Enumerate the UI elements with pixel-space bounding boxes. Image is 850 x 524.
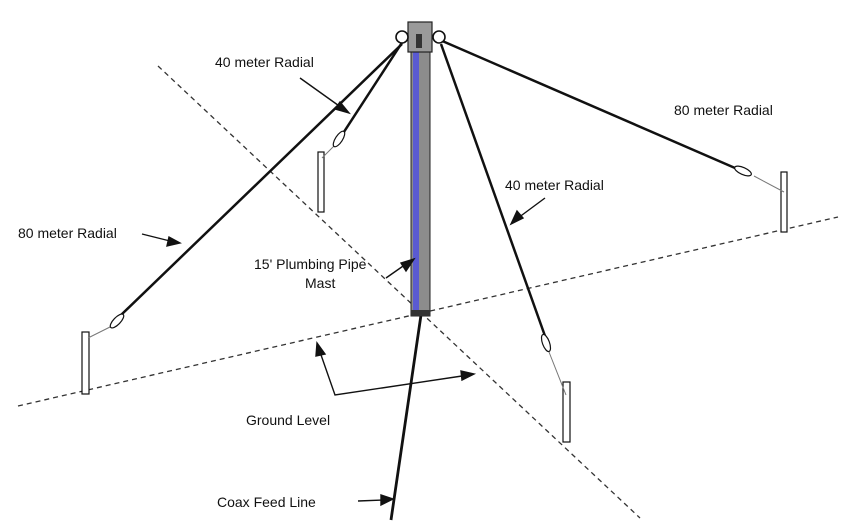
arrow-40m-right-head (509, 209, 525, 226)
tie-right-back (753, 175, 785, 193)
mast-foot (411, 310, 430, 316)
mast-coax-inner (413, 52, 419, 314)
ground-line-left (157, 65, 641, 519)
tie-right-front (548, 351, 567, 396)
stake-left-front (81, 331, 90, 395)
stake-right-front (562, 381, 571, 443)
arrow-coax (357, 499, 384, 502)
top-insulator-right (432, 30, 446, 44)
label-80m-radial-left: 80 meter Radial (18, 225, 117, 241)
ground-arrow-right-head (460, 370, 477, 382)
tie-left-front (87, 325, 113, 339)
stake-left-back (317, 151, 325, 213)
arrow-80m-left (141, 233, 171, 242)
radial-80m-right (439, 38, 736, 170)
arrow-mast-head (399, 257, 416, 273)
insulator-left-front (109, 313, 125, 329)
insulator-left-back (332, 130, 346, 148)
label-40m-radial-right: 40 meter Radial (505, 177, 604, 193)
radial-80m-left (120, 43, 403, 316)
insulator-right-back (734, 165, 752, 177)
ground-arrow-up-head (315, 341, 327, 357)
arrow-40m-right (517, 197, 546, 219)
top-insulator-left (395, 30, 409, 44)
label-80m-radial-right: 80 meter Radial (674, 102, 773, 118)
mast-top-feedpoint (416, 34, 422, 48)
label-mast-line1: 15' Plumbing Pipe (254, 256, 367, 272)
radial-40m-left (338, 37, 407, 139)
arrow-40m-left-head (333, 100, 351, 115)
stake-right-back (780, 171, 788, 233)
coax-feed-line (389, 314, 423, 521)
arrow-40m-left (299, 77, 343, 109)
radial-40m-right (439, 43, 547, 337)
label-mast-line2: Mast (305, 275, 335, 291)
label-coax-feed-line: Coax Feed Line (217, 494, 316, 510)
label-40m-radial-left: 40 meter Radial (215, 54, 314, 70)
arrow-80m-left-head (166, 235, 182, 247)
insulator-right-front (540, 333, 552, 353)
ground-bracket (319, 351, 463, 396)
label-ground-level: Ground Level (246, 412, 330, 428)
arrow-coax-head (380, 494, 395, 507)
